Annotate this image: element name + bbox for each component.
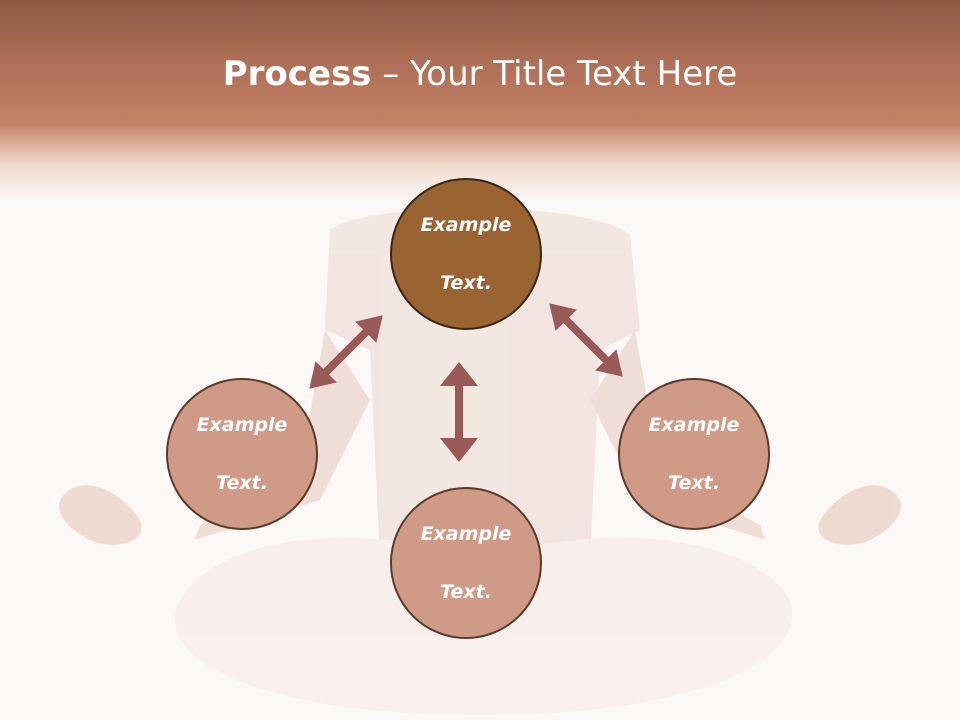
title-rest: – Your Title Text Here bbox=[371, 54, 738, 94]
node-bottom-line2: Text. bbox=[440, 580, 492, 603]
node-right-line1: Example bbox=[648, 413, 740, 436]
double-arrow-top-left bbox=[309, 315, 383, 389]
node-bottom-line1: Example bbox=[420, 522, 512, 545]
double-arrow-top-right bbox=[549, 303, 623, 377]
title-bold: Process bbox=[222, 54, 372, 94]
node-top-line1: Example bbox=[420, 213, 512, 236]
node-left-line2: Text. bbox=[216, 471, 268, 494]
node-left-line1: Example bbox=[196, 413, 288, 436]
node-right-line2: Text. bbox=[668, 471, 720, 494]
double-arrow-vertical bbox=[440, 362, 478, 462]
slide-title: Process – Your Title Text Here bbox=[0, 52, 960, 96]
node-top-line2: Text. bbox=[440, 271, 492, 294]
header-band bbox=[0, 0, 960, 200]
